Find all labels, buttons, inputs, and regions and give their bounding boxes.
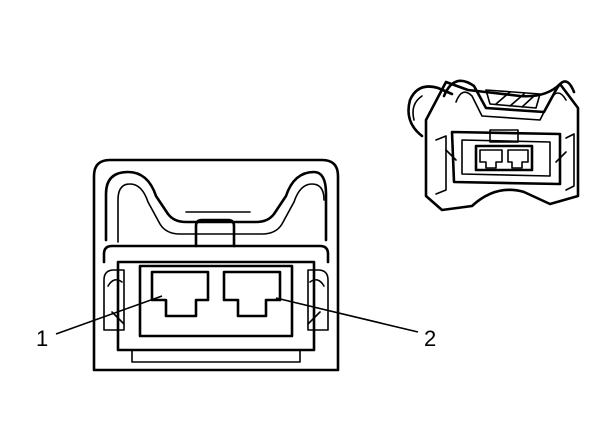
connector-isometric-view [407, 79, 580, 212]
callout-2-leader [275, 297, 419, 333]
callout-1: 1 [36, 295, 163, 351]
callout-1-label: 1 [36, 326, 48, 351]
connector-face-view [92, 158, 340, 372]
callout-1-leader [55, 295, 163, 335]
callout-2-label: 2 [424, 326, 436, 351]
callout-2: 2 [275, 297, 436, 351]
